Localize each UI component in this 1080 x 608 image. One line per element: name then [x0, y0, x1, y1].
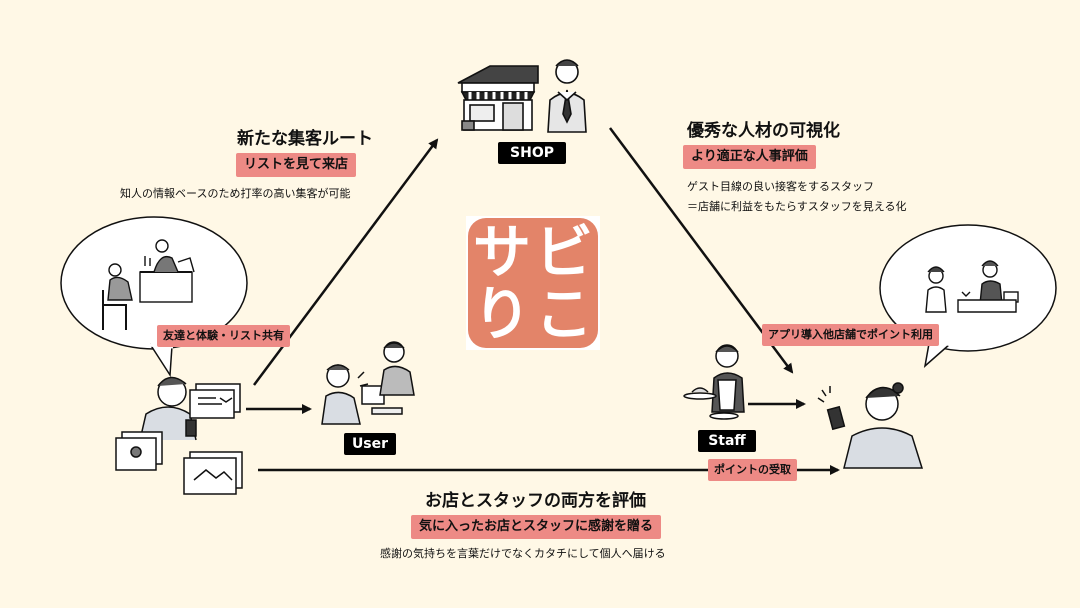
cashier-scene-icon — [925, 260, 1019, 313]
bubble-left-label: 友達と体験・リスト共有 — [157, 325, 290, 347]
node-shop-label: SHOP — [498, 142, 566, 164]
arrow-shop-to-staff — [608, 127, 794, 374]
logo-char-3: り — [472, 280, 531, 348]
user-person-icon — [115, 376, 243, 495]
edge-shop-staff-highlight: より適正な人事評価 — [683, 145, 816, 169]
logo-tile: サ ビ り こ — [468, 218, 598, 348]
edge-shop-staff-desc-line-2: ＝店舗に利益をもたらすスタッフを見える化 — [687, 200, 907, 213]
node-user-label: User — [344, 433, 396, 455]
node-staff-label: Staff — [698, 430, 756, 452]
edge-shop-staff-desc-line-1: ゲスト目線の良い接客をするスタッフ — [687, 180, 874, 193]
edge-user-staff-heading: お店とスタッフの両方を評価 — [425, 491, 646, 511]
edge-user-staff-highlight: 気に入ったお店とスタッフに感謝を贈る — [411, 515, 662, 539]
shop-building-icon — [457, 65, 539, 131]
logo-char-2: ビ — [534, 218, 593, 286]
dining-scene-icon — [102, 239, 195, 330]
edge-shop-staff-heading: 優秀な人材の可視化 — [687, 121, 840, 141]
shop-owner-icon — [547, 59, 587, 133]
edge-user-shop-desc: 知人の情報ベースのため打率の高い集客が可能 — [120, 187, 351, 200]
arrow-label-points: ポイントの受取 — [708, 459, 797, 481]
edge-user-shop-highlight: リストを見て来店 — [236, 153, 357, 177]
logo-char-4: こ — [534, 280, 593, 348]
guest-person-icon — [817, 382, 924, 469]
user-scene-icon — [321, 341, 415, 425]
bubble-right-label: アプリ導入他店舗でポイント利用 — [762, 324, 939, 346]
saviriko-logo: サ ビ り こ — [466, 216, 600, 350]
staff-waiter-icon — [683, 344, 745, 420]
edge-user-staff-desc: 感謝の気持ちを言葉だけでなくカタチにして個人へ届ける — [380, 547, 666, 560]
edge-user-shop-heading: 新たな集客ルート — [237, 129, 373, 149]
logo-char-1: サ — [472, 218, 531, 286]
